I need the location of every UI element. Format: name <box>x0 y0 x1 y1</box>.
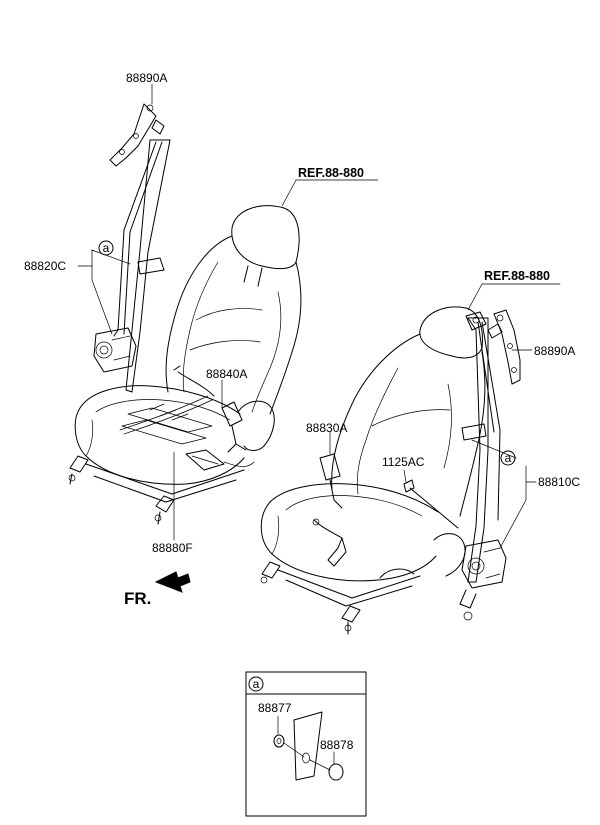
detail-box-a: a 88877 88878 <box>245 671 367 817</box>
label-88840A: 88840A <box>206 367 247 381</box>
leader-lines <box>77 83 561 549</box>
label-88890A-right: 88890A <box>534 344 575 358</box>
svg-text:a: a <box>103 241 110 255</box>
label-88880F: 88880F <box>152 541 193 555</box>
left-seat <box>68 103 302 525</box>
right-seat <box>260 306 521 635</box>
label-1125AC: 1125AC <box>382 455 425 469</box>
ref-label-left: REF.88-880 <box>298 166 364 180</box>
callout-a-left: a <box>98 240 114 256</box>
label-88830A: 88830A <box>306 421 347 435</box>
ref-label-right: REF.88-880 <box>484 269 550 283</box>
front-arrow <box>154 571 191 593</box>
label-88820C: 88820C <box>24 259 66 273</box>
label-88878: 88878 <box>320 738 354 752</box>
label-88810C: 88810C <box>538 475 580 489</box>
label-88877: 88877 <box>258 701 292 715</box>
label-88890A-left: 88890A <box>126 71 167 85</box>
svg-text:a: a <box>253 677 260 691</box>
front-label: FR. <box>124 589 151 608</box>
svg-text:a: a <box>505 451 512 465</box>
callout-a-right: a <box>500 450 516 466</box>
